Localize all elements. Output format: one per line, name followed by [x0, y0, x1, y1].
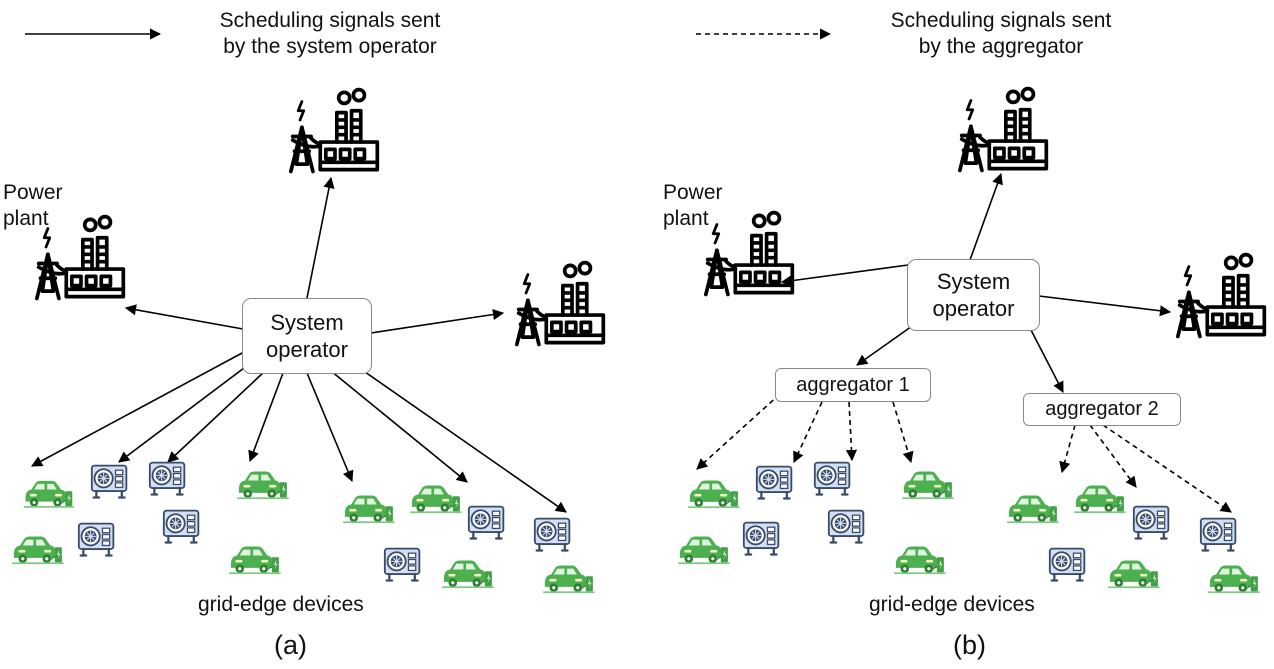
legend-solid-line-1: Scheduling signals sent [219, 9, 441, 32]
power-plant-label-line-1: Power [663, 181, 723, 204]
electric-car-icon [687, 479, 740, 509]
power-plant-label: Power plant [3, 180, 63, 232]
legend-dashed-line-2: by the aggregator [918, 35, 1084, 58]
electric-car-icon [677, 535, 730, 565]
heat-pump-icon [1048, 547, 1086, 582]
legend-dashed-label: Scheduling signals sent by the aggregato… [846, 8, 1156, 60]
dashed-arrow-agg1-to-device [793, 401, 823, 464]
dashed-arrow-agg1-to-device [892, 401, 914, 464]
heat-pump-icon [148, 461, 186, 496]
power-plant-icon [291, 90, 377, 172]
electric-car-icon [441, 559, 494, 589]
aggregator-arrows [696, 393, 1232, 513]
arrow-so-to-device [118, 364, 249, 463]
dashed-arrow-agg1-to-device [845, 401, 858, 462]
dashed-arrow-agg1-to-device [696, 393, 781, 470]
heat-pump-icon [1199, 517, 1237, 552]
dashed-arrow-agg2-to-device [1089, 424, 1137, 488]
heat-pump-icon [162, 509, 200, 544]
power-plant-label: Power plant [663, 180, 723, 232]
heat-pump-icon [533, 517, 571, 552]
arrow-so-to-plant-right [370, 308, 505, 334]
electric-car-icon [901, 470, 954, 500]
aggregator-1-node: aggregator 1 [775, 368, 931, 402]
legend-solid-line-2: by the system operator [223, 35, 437, 58]
electric-car-icon [342, 494, 395, 524]
electric-car-icon [1073, 484, 1126, 514]
heat-pump-icon [90, 464, 128, 499]
dashed-arrow-agg2-to-device [1102, 424, 1232, 513]
arrow-so-to-device [306, 372, 354, 483]
electric-car-icon [23, 480, 74, 509]
power-plant-label-line-2: plant [3, 207, 49, 230]
arrow-so-to-device [248, 372, 284, 463]
arrow-so-to-aggregator-1 [856, 323, 916, 366]
heat-pump-icon [755, 465, 793, 500]
heat-pump-icon [467, 505, 505, 540]
aggregator-2-node: aggregator 2 [1023, 393, 1181, 426]
heat-pump-icon [383, 547, 421, 582]
system-operator-line-2: operator [932, 296, 1015, 321]
panel-b-arrows [780, 172, 1172, 393]
grid-edge-devices-label: grid-edge devices [869, 593, 1035, 616]
electric-car-icon [1107, 559, 1160, 589]
arrow-so-to-plant-left [780, 264, 909, 287]
power-plant-icon [1175, 252, 1267, 339]
electric-car-icon [228, 545, 281, 575]
arrow-so-to-plant-top [306, 176, 335, 299]
panel-a-arrows [31, 176, 567, 513]
electric-car-icon [409, 484, 462, 514]
legend-solid-label: Scheduling signals sent by the system op… [175, 8, 485, 60]
system-operator-node: System operator [242, 298, 372, 374]
electric-car-icon [236, 470, 289, 500]
arrow-so-to-aggregator-2 [1030, 329, 1064, 393]
arrow-so-to-plant-left [124, 304, 244, 330]
heat-pump-icon [813, 461, 851, 496]
electric-car-icon [542, 564, 595, 594]
electric-car-icon [893, 545, 946, 575]
power-plant-icon [957, 86, 1049, 173]
arrow-so-to-device [330, 370, 468, 483]
heat-pump-icon [77, 522, 115, 557]
heat-pump-icon [1132, 505, 1170, 540]
arrow-so-to-plant-right [1038, 295, 1172, 317]
panel-b-caption: (b) [953, 630, 986, 660]
arrow-so-to-device [354, 364, 567, 513]
power-plant-icon [517, 263, 603, 345]
dashed-arrow-agg2-to-device [1059, 424, 1076, 474]
system-operator-node: System operator [907, 259, 1040, 331]
system-operator-line-1: System [936, 269, 1011, 294]
system-operator-line-1: System [270, 310, 344, 335]
electric-car-icon [11, 535, 64, 565]
arrow-so-to-device [167, 371, 265, 463]
system-operator-line-2: operator [266, 337, 348, 362]
heat-pump-icon [827, 509, 865, 544]
electric-car-icon [1006, 494, 1059, 524]
legend-dashed-line-1: Scheduling signals sent [890, 9, 1112, 32]
power-plant-label-line-1: Power [3, 181, 63, 204]
arrow-so-to-plant-top [969, 172, 1003, 261]
power-plant-label-line-2: plant [663, 207, 709, 230]
arrow-so-to-device [31, 351, 245, 467]
electric-car-icon [1207, 564, 1260, 594]
grid-edge-devices-label: grid-edge devices [198, 593, 364, 616]
panel-a-caption: (a) [274, 630, 307, 660]
heat-pump-icon [742, 521, 780, 556]
